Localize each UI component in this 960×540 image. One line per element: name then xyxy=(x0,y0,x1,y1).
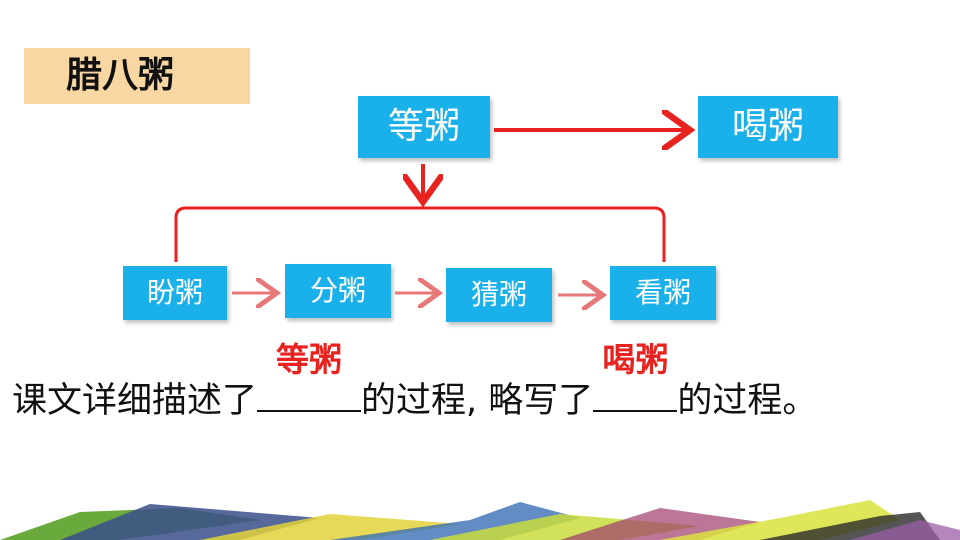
sentence-part1: 课文详细描述了 xyxy=(12,381,258,421)
sentence-part2: 的过程 xyxy=(361,381,467,421)
answer-blank-1: 等粥 xyxy=(257,340,362,412)
node-drink-porridge: 喝粥 xyxy=(698,96,838,158)
node-wait-porridge: 等粥 xyxy=(358,96,490,158)
decorative-ribbon xyxy=(0,500,960,540)
answer-blank-2: 喝粥 xyxy=(593,340,678,412)
answer-1: 等粥 xyxy=(276,340,343,379)
bracket-line xyxy=(174,206,666,262)
answer-2: 喝粥 xyxy=(602,340,669,379)
node-hope-porridge: 盼粥 xyxy=(123,266,227,320)
node-guess-porridge: 猜粥 xyxy=(446,268,552,322)
page-title: 腊八粥 xyxy=(66,55,175,96)
sentence-part4: 的过程。 xyxy=(677,381,818,421)
node-look-porridge: 看粥 xyxy=(610,266,716,320)
sentence-comma: , xyxy=(466,381,478,421)
node-share-porridge: 分粥 xyxy=(285,264,391,318)
summary-sentence: 课文详细描述了等粥的过程, 略写了喝粥的过程。 xyxy=(12,340,952,430)
flow-arrows xyxy=(174,0,960,360)
sentence-part3: 略写了 xyxy=(477,381,594,421)
title-box: 腊八粥 xyxy=(24,48,250,104)
